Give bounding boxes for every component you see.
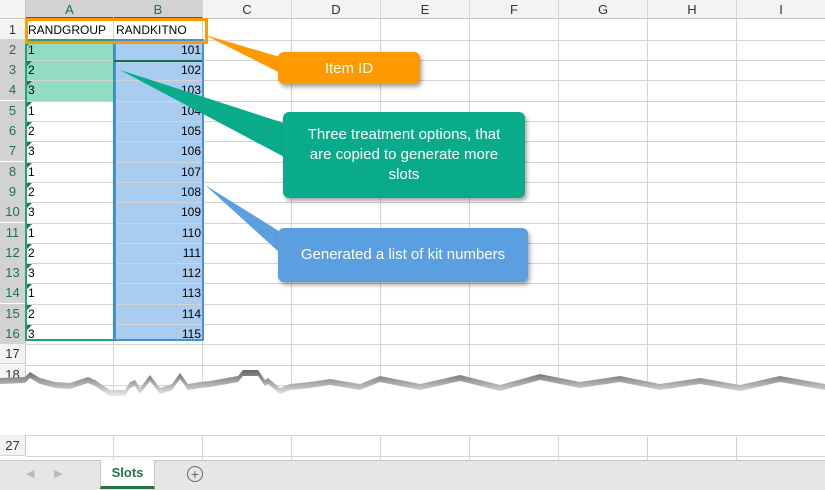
error-indicator-icon bbox=[27, 325, 32, 330]
sheet-tab-slots[interactable]: Slots bbox=[100, 460, 155, 489]
cell-randgroup[interactable]: 2 bbox=[28, 246, 35, 260]
callout-treatment: Three treatment options, that are copied… bbox=[283, 112, 525, 198]
error-indicator-icon bbox=[27, 81, 32, 86]
scroll-right-icon[interactable]: ▶ bbox=[54, 468, 63, 480]
cell-randgroup[interactable]: 3 bbox=[28, 83, 35, 97]
cell-randkitno[interactable]: 101 bbox=[180, 43, 201, 57]
cell-randgroup[interactable]: 3 bbox=[28, 144, 35, 158]
cell-randgroup[interactable]: 2 bbox=[28, 124, 35, 138]
treatment-pointer bbox=[120, 70, 290, 160]
gridline-h bbox=[26, 223, 825, 224]
cell-randgroup[interactable]: 2 bbox=[28, 185, 35, 199]
error-indicator-icon bbox=[27, 102, 32, 107]
error-indicator-icon bbox=[27, 305, 32, 310]
row-header[interactable]: 27 bbox=[0, 435, 26, 456]
column-header-h[interactable]: H bbox=[648, 0, 737, 19]
kit-pointer bbox=[205, 185, 290, 262]
row-header[interactable]: 14 bbox=[0, 283, 26, 303]
gridline-h bbox=[26, 202, 825, 203]
gridline-h bbox=[26, 344, 825, 345]
column-header-c[interactable]: C bbox=[203, 0, 292, 19]
error-indicator-icon bbox=[27, 163, 32, 168]
error-indicator-icon bbox=[27, 244, 32, 249]
header-highlight-box bbox=[25, 18, 208, 44]
error-indicator-icon bbox=[27, 224, 32, 229]
torn-paper-effect bbox=[0, 370, 825, 435]
error-indicator-icon bbox=[27, 122, 32, 127]
gridline-h bbox=[26, 324, 825, 325]
sheet-tab-label: Slots bbox=[111, 465, 144, 480]
gridline-h bbox=[26, 283, 825, 284]
active-cell-border[interactable] bbox=[114, 39, 202, 62]
cell-randkitno[interactable]: 102 bbox=[180, 63, 201, 77]
cell-randgroup[interactable]: 1 bbox=[28, 226, 35, 240]
callout-item-id: Item ID bbox=[278, 52, 420, 84]
select-all-corner[interactable] bbox=[0, 0, 26, 19]
cell-randkitno[interactable]: 113 bbox=[181, 286, 201, 300]
gridline-h bbox=[26, 456, 825, 457]
cell-randkitno[interactable]: 111 bbox=[182, 246, 201, 260]
callout-pointers bbox=[120, 35, 290, 262]
cell-b1[interactable]: RANDKITNO bbox=[116, 23, 187, 37]
kit-selection-border bbox=[114, 39, 204, 341]
gridline-h bbox=[26, 80, 825, 81]
column-header-g[interactable]: G bbox=[559, 0, 648, 19]
error-indicator-icon bbox=[27, 203, 32, 208]
error-indicator-icon bbox=[27, 284, 32, 289]
cell-randgroup[interactable]: 3 bbox=[28, 266, 35, 280]
group-fill bbox=[26, 40, 114, 101]
callout-kit: Generated a list of kit numbers bbox=[278, 228, 528, 282]
cell-randgroup[interactable]: 1 bbox=[28, 43, 35, 57]
plus-circle-icon[interactable]: + bbox=[187, 466, 203, 482]
error-indicator-icon bbox=[27, 183, 32, 188]
cell-randkitno[interactable]: 115 bbox=[181, 327, 201, 341]
cell-randgroup[interactable]: 3 bbox=[28, 327, 35, 341]
cell-randgroup[interactable]: 3 bbox=[28, 205, 35, 219]
cell-randgroup[interactable]: 2 bbox=[28, 307, 35, 321]
error-indicator-icon bbox=[27, 264, 32, 269]
cell-randgroup[interactable]: 1 bbox=[28, 165, 35, 179]
gridline-h bbox=[26, 101, 825, 102]
gridline-h bbox=[26, 40, 825, 41]
cell-randkitno[interactable]: 109 bbox=[180, 205, 201, 219]
gridline-h bbox=[26, 435, 825, 436]
item-id-pointer bbox=[205, 35, 290, 78]
cell-randkitno[interactable]: 114 bbox=[181, 307, 201, 321]
cell-randkitno[interactable]: 107 bbox=[180, 165, 201, 179]
column-header-i[interactable]: I bbox=[737, 0, 825, 19]
row-header[interactable]: 17 bbox=[0, 344, 26, 364]
error-indicator-icon bbox=[27, 61, 32, 66]
column-header-f[interactable]: F bbox=[470, 0, 559, 19]
gridline-h bbox=[26, 60, 825, 61]
cell-randgroup[interactable]: 2 bbox=[28, 63, 35, 77]
sheet-tab-bar: ◀ ▶ Slots + bbox=[0, 460, 825, 490]
cell-randkitno[interactable]: 105 bbox=[180, 124, 201, 138]
scroll-left-icon[interactable]: ◀ bbox=[26, 468, 35, 480]
cell-randgroup[interactable]: 1 bbox=[28, 104, 35, 118]
cell-randkitno[interactable]: 108 bbox=[180, 185, 201, 199]
gridline-v bbox=[647, 19, 648, 460]
row-header[interactable]: 15 bbox=[0, 304, 26, 324]
column-header-d[interactable]: D bbox=[292, 0, 381, 19]
gridline-v bbox=[736, 19, 737, 460]
cell-randkitno[interactable]: 112 bbox=[181, 266, 201, 280]
gridline-h bbox=[26, 304, 825, 305]
gridline-v bbox=[558, 19, 559, 460]
gridline-h bbox=[26, 365, 825, 366]
cell-a1[interactable]: RANDGROUP bbox=[28, 23, 107, 37]
cell-randgroup[interactable]: 1 bbox=[28, 286, 35, 300]
error-indicator-icon bbox=[27, 142, 32, 147]
column-header-e[interactable]: E bbox=[381, 0, 470, 19]
row-header[interactable]: 12 bbox=[0, 243, 26, 263]
cell-randkitno[interactable]: 110 bbox=[181, 226, 201, 240]
cell-randkitno[interactable]: 106 bbox=[180, 144, 201, 158]
